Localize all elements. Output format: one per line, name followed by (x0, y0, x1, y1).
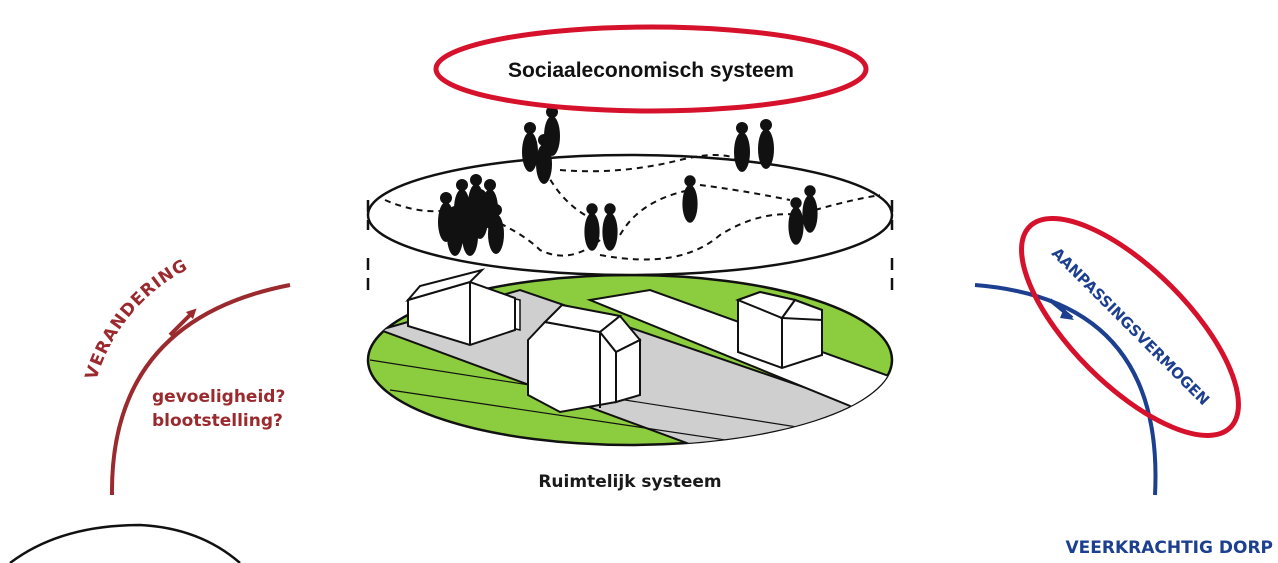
person-icon (544, 106, 560, 156)
person-icon (522, 122, 538, 172)
adaptation-label: AANPASSINGSVERMOGEN (1048, 244, 1213, 409)
person-icon (584, 203, 600, 251)
person-icon (602, 203, 618, 251)
person-icon (802, 185, 818, 233)
village-circle-outline (9, 523, 241, 563)
person-icon (488, 204, 504, 254)
person-icon (788, 197, 804, 245)
person-icon (447, 206, 463, 256)
socioeconomic-title: Sociaaleconomisch systeem (508, 59, 794, 82)
people-figures (438, 106, 818, 256)
highlight-ellipse (433, 24, 869, 114)
house-icon (527, 303, 642, 414)
resilient-village-label: VEERKRACHTIG DORP (1065, 538, 1273, 558)
house-icon (405, 268, 516, 347)
highlight-ellipse-adaptation (1019, 216, 1241, 438)
person-icon (758, 119, 774, 169)
change-arc (109, 283, 291, 496)
house-icon (735, 290, 823, 370)
person-icon (472, 189, 488, 239)
person-icon (682, 175, 698, 223)
adaptation-arc (974, 283, 1158, 496)
question-exposure: blootstelling? (152, 411, 283, 431)
change-label: VERANDERING (82, 255, 192, 382)
person-icon (734, 122, 750, 172)
spatial-system-label: Ruimtelijk systeem (538, 472, 721, 492)
question-sensitivity: gevoeligheid? (152, 387, 285, 407)
